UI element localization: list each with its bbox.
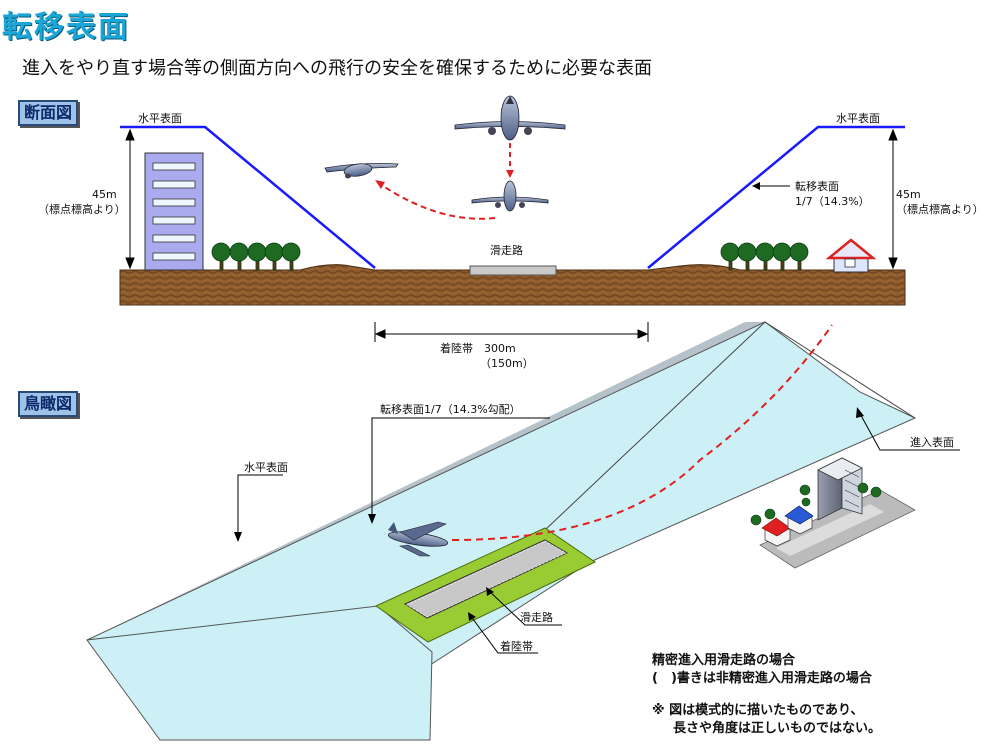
height-note-left: （標点標高より）	[38, 203, 126, 216]
right-surface-line	[647, 125, 905, 269]
height-note-right: （標点標高より）	[896, 203, 984, 216]
height-label-right: 45m	[896, 188, 921, 201]
transition-slope-label: 1/7（14.3%）	[795, 195, 870, 208]
section-house	[825, 238, 877, 273]
birdseye-runway-label: 滑走路	[520, 611, 553, 624]
page-subtitle: 進入をやり直す場合等の側面方向への飛行の安全を確保するために必要な表面	[22, 58, 652, 79]
birdseye-flight-path	[451, 324, 833, 541]
birdseye-transition-label: 転移表面1/7（14.3%勾配）	[380, 403, 521, 416]
section-trees-right	[720, 242, 809, 271]
airplane-mid-icon	[471, 180, 549, 212]
section-runway	[469, 265, 557, 276]
height-arrow-right	[888, 128, 898, 270]
strip-width-alt-label: （150m）	[480, 357, 534, 370]
goaround-arrowhead	[375, 180, 385, 189]
note-nonprecision: ( )書きは非精密進入用滑走路の場合	[652, 671, 872, 686]
airplane-top-icon	[454, 95, 566, 141]
section-trees-left	[211, 242, 301, 271]
birdseye-runway	[403, 539, 569, 619]
birdseye-horizontal-label: 水平表面	[244, 461, 288, 474]
horizontal-surface-label-right: 水平表面	[836, 112, 880, 125]
ground	[119, 264, 906, 306]
birdseye-airplane-icon	[387, 521, 449, 557]
section-runway-label: 滑走路	[490, 244, 523, 257]
horizontal-surface-label-left: 水平表面	[138, 112, 182, 125]
birdseye-pointer-heads	[234, 407, 864, 621]
birdseye-pointers	[237, 409, 960, 654]
note-disclaimer-2: 長さや角度は正しいものではない。	[673, 721, 882, 736]
descent-arrowhead	[506, 170, 514, 178]
section-building	[144, 152, 204, 271]
section-view-tag: 断面図	[18, 100, 79, 126]
transition-pointer	[752, 182, 790, 190]
lower-surface	[86, 605, 433, 741]
note-precision: 精密進入用滑走路の場合	[652, 653, 796, 668]
height-arrow-left	[125, 128, 135, 270]
height-label-left: 45m	[92, 188, 117, 201]
surface-plane	[86, 321, 917, 666]
section-view	[119, 95, 906, 342]
birdseye-approach-label: 進入表面	[910, 436, 954, 449]
airplane-left-icon	[324, 163, 399, 179]
birdseye-view	[86, 321, 960, 741]
birdseye-view-tag: 鳥瞰図	[18, 391, 79, 417]
page-title: 転移表面	[2, 10, 130, 45]
birdseye-town	[750, 457, 916, 569]
birdseye-strip-label: 着陸帯	[500, 640, 533, 653]
left-surface-line	[120, 125, 376, 269]
strip-width-dimension	[374, 322, 649, 342]
section-goaround-path	[379, 183, 496, 220]
strip-width-label: 着陸帯 300m	[440, 342, 516, 355]
transition-surface-label: 転移表面	[795, 180, 839, 193]
note-disclaimer-1: ※ 図は模式的に描いたものであり、	[652, 703, 864, 718]
